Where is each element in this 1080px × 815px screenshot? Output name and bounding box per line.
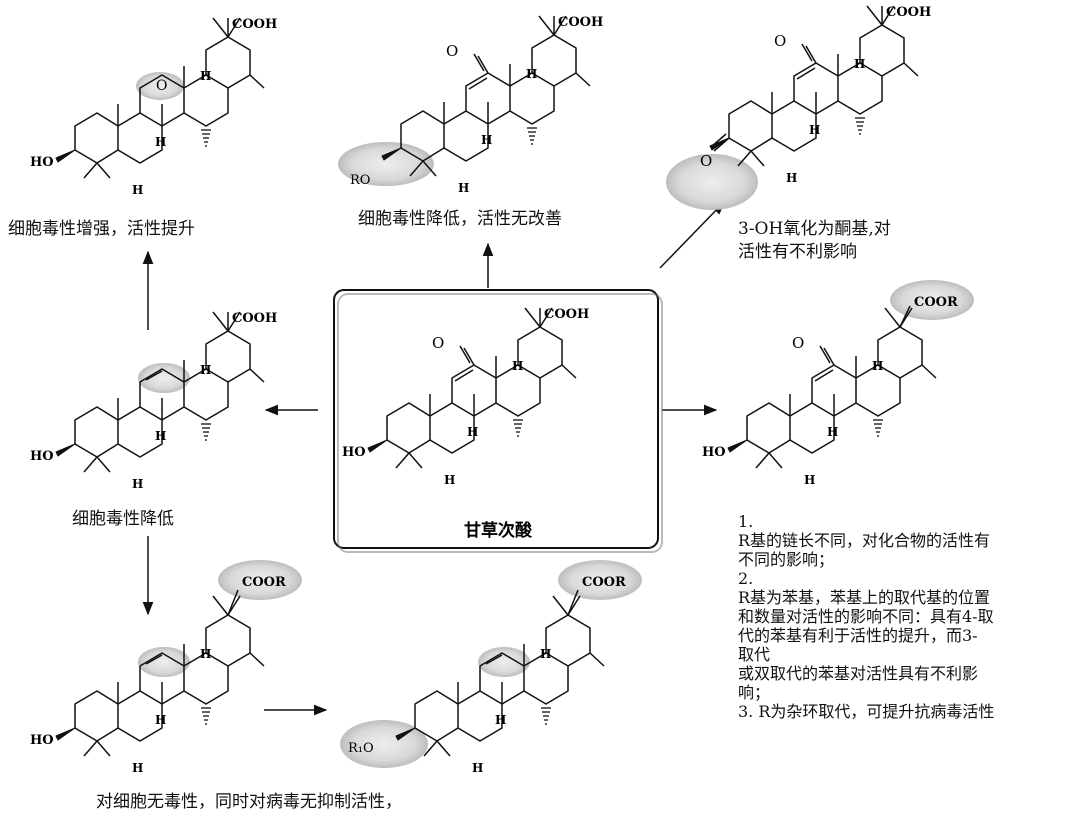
h-label: H xyxy=(786,171,797,185)
h-label: H xyxy=(481,133,492,147)
h-label: H xyxy=(200,69,211,83)
epoxide-o-label: O xyxy=(156,78,167,94)
h-label: H xyxy=(200,363,211,377)
h-label: H xyxy=(467,425,478,439)
cooh-label: COOH xyxy=(232,17,277,32)
note-line: 2. xyxy=(738,569,754,588)
h-label: H xyxy=(827,425,838,439)
note-line: 3. R为杂环取代，可提升抗病毒活性 xyxy=(738,702,995,721)
h-label: H xyxy=(854,57,865,71)
h-label: H xyxy=(200,647,211,661)
h-label: H xyxy=(155,713,166,727)
cooh-label: COOH xyxy=(558,15,603,30)
h-label: H xyxy=(472,761,483,775)
h-label: H xyxy=(132,477,143,491)
ro-label: RO xyxy=(350,173,370,188)
keto-3-label: O xyxy=(700,152,712,170)
cooh-label: COOH xyxy=(886,5,931,20)
note-line: 不同的影响； xyxy=(738,550,835,569)
h-label: H xyxy=(458,181,469,195)
h-label: H xyxy=(155,135,166,149)
h-label: H xyxy=(132,761,143,775)
h-label: H xyxy=(444,473,455,487)
note-line: R基的链长不同，对化合物的活性有 xyxy=(738,531,991,550)
compound-top-right: O O COOH H H H xyxy=(666,5,931,210)
h-label: H xyxy=(872,359,883,373)
ho-label: HO xyxy=(342,445,366,460)
caption-top-right-1: 3-OH氧化为酮基,对 xyxy=(738,219,891,239)
ketone-label: O xyxy=(774,32,786,50)
compound-bottom-left: COOR HO H H H xyxy=(30,560,302,775)
ho-label: HO xyxy=(702,445,726,460)
note-line: 或双取代的苯基对活性具有不利影 xyxy=(738,664,979,683)
h-label: H xyxy=(804,473,815,487)
caption-top-left: 细胞毒性增强，活性提升 xyxy=(8,219,195,239)
coor-label: COOR xyxy=(914,295,958,310)
coor-label: COOR xyxy=(242,575,286,590)
note-line: R基为苯基，苯基上的取代基的位置 xyxy=(738,588,991,607)
caption-top-right-2: 活性有不利影响 xyxy=(738,242,857,262)
h-label: H xyxy=(809,123,820,137)
center-compound-label: 甘草次酸 xyxy=(464,520,533,541)
caption-bottom-left: 对细胞无毒性，同时对病毒无抑制活性， xyxy=(96,792,402,812)
coor-label: COOR xyxy=(582,575,626,590)
cooh-label: COOH xyxy=(232,311,277,326)
note-line: 取代 xyxy=(738,645,771,664)
h-label: H xyxy=(526,67,537,81)
r1o-label: R₁O xyxy=(348,741,374,756)
compound-right-middle: O COOR HO H H H xyxy=(702,280,974,487)
compound-bottom-center: COOR R₁O H H H xyxy=(340,560,642,775)
cooh-label: COOH xyxy=(544,307,589,322)
caption-left-middle: 细胞毒性降低 xyxy=(72,509,174,529)
note-line: 1. xyxy=(738,512,754,531)
h-label: H xyxy=(495,713,506,727)
compound-top-left: O COOH HO H H H xyxy=(30,17,277,197)
h-label: H xyxy=(540,647,551,661)
note-line: 和数量对活性的影响不同：具有4-取 xyxy=(738,607,994,626)
note-line: 响； xyxy=(738,683,771,702)
ketone-label: O xyxy=(792,334,804,352)
ketone-label: O xyxy=(446,42,458,60)
ho-label: HO xyxy=(30,449,54,464)
h-label: H xyxy=(512,359,523,373)
sar-notes: 1. R基的链长不同，对化合物的活性有 不同的影响； 2. R基为苯基，苯基上的… xyxy=(738,512,1078,721)
compound-top-center: O COOH RO H H H xyxy=(338,15,603,195)
compound-left-middle: COOH HO H H H xyxy=(30,311,277,491)
ketone-label: O xyxy=(432,334,444,352)
ho-label: HO xyxy=(30,733,54,748)
ho-label: HO xyxy=(30,155,54,170)
h-label: H xyxy=(155,429,166,443)
arrow-up-right xyxy=(659,201,725,269)
caption-top-center: 细胞毒性降低，活性无改善 xyxy=(358,209,562,229)
h-label: H xyxy=(132,183,143,197)
note-line: 代的苯基有利于活性的提升，而3- xyxy=(738,626,978,645)
center-compound-box: O COOH HO H H H 甘草次酸 xyxy=(333,289,663,553)
